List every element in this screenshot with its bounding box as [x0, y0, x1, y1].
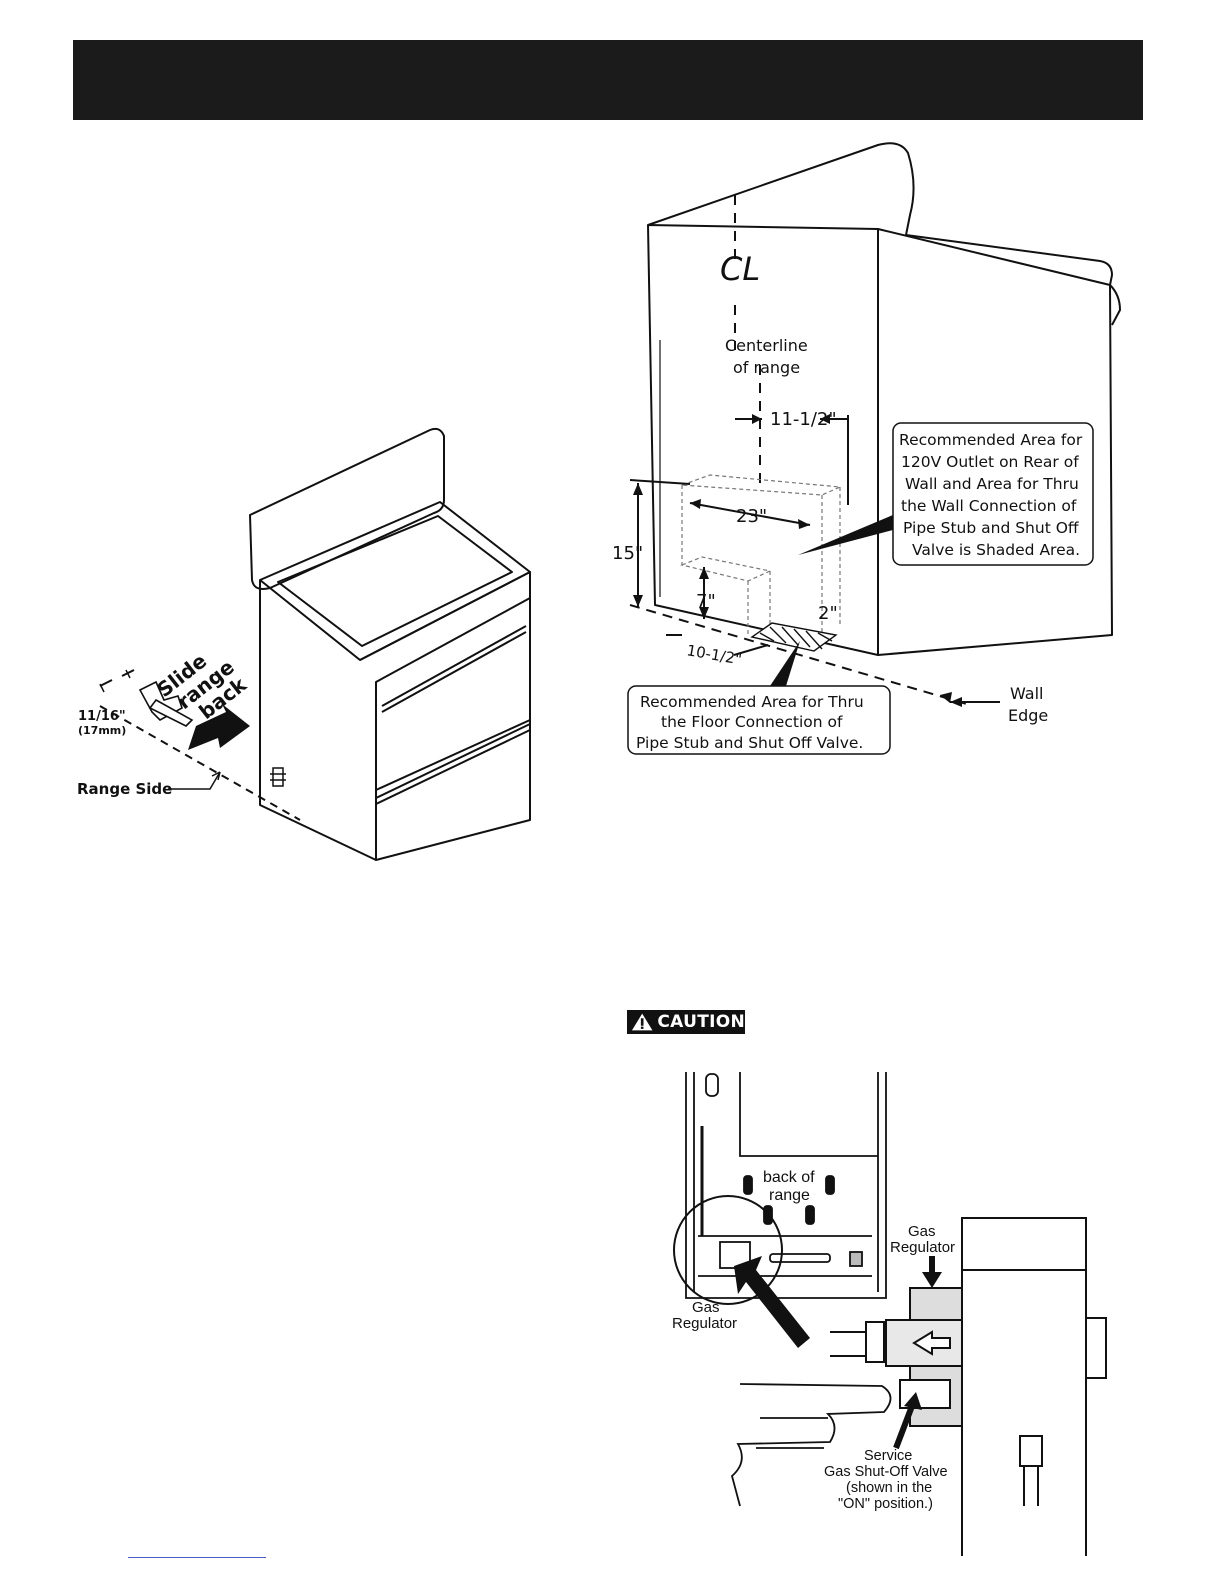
gas-regulator-left-label-2: Regulator: [672, 1315, 737, 1332]
anti-tip-bracket-icon: [138, 680, 194, 727]
svg-text:120V Outlet on Rear of: 120V Outlet on Rear of: [901, 453, 1079, 471]
svg-text:the Floor Connection of: the Floor Connection of: [661, 713, 843, 731]
dim-2: 2": [818, 603, 838, 624]
dimension-arrowheads: [633, 414, 952, 703]
header-bar: [73, 40, 1143, 120]
svg-text:Gas Shut-Off Valve: Gas Shut-Off Valve: [824, 1464, 948, 1480]
svg-text:Recommended Area for Thru: Recommended Area for Thru: [640, 693, 864, 711]
svg-text:the Wall Connection of: the Wall Connection of: [901, 497, 1077, 515]
dim-11-1-2: 11-1/2": [770, 409, 837, 430]
floor-callout-pointer: [770, 641, 800, 686]
slide-arrow-icon: [188, 704, 250, 750]
centerline-symbol: CL: [720, 250, 760, 288]
dim-15: 15": [612, 543, 643, 564]
svg-text:(shown in the: (shown in the: [846, 1480, 932, 1496]
wall-edge-label-1: Wall: [1010, 684, 1044, 703]
regulator-closeup: [830, 1217, 1107, 1556]
floor-callout-text: Recommended Area for Thru the Floor Conn…: [636, 693, 864, 752]
svg-text:Recommended Area for: Recommended Area for: [899, 431, 1083, 449]
shutoff-valve-label: Service Gas Shut-Off Valve (shown in the…: [824, 1448, 948, 1512]
svg-text:Pipe Stub and Shut Off: Pipe Stub and Shut Off: [903, 519, 1079, 537]
svg-text:Valve is Shaded Area.: Valve is Shaded Area.: [912, 541, 1080, 559]
svg-text:Pipe Stub and Shut Off Valve.: Pipe Stub and Shut Off Valve.: [636, 734, 863, 752]
centerline-label-1: Centerline: [725, 336, 808, 355]
range-bracket-figure: Slide range back 11/16" (17mm) Range Sid…: [77, 427, 531, 861]
bracket-measurement-metric: (17mm): [78, 724, 126, 737]
floor-callout-box: [627, 685, 891, 755]
gas-regulator-left-label-1: Gas: [692, 1299, 720, 1316]
back-of-range-label-1: back of: [763, 1169, 815, 1186]
range-rear-drawing: [647, 142, 1121, 656]
leveling-leg-icon: [270, 767, 286, 787]
bracket-measurement: 11/16": [78, 709, 126, 724]
gas-regulator-right-label-2: Regulator: [890, 1239, 955, 1256]
gas-regulator-right-label-1: Gas: [908, 1223, 936, 1240]
dim-23: 23": [736, 506, 767, 527]
wall-callout-pointer: [798, 515, 893, 555]
gas-regulator-figure: back of range Gas Regulator Gas Regulato…: [672, 1072, 1107, 1556]
wall-callout-box: [892, 422, 1094, 566]
caution-badge: CAUTION: [627, 1010, 745, 1034]
wall-callout-text: Recommended Area for 120V Outlet on Rear…: [899, 431, 1083, 559]
back-of-range-label-2: range: [769, 1187, 810, 1204]
dim-10-1-2: 10-1/2": [685, 641, 743, 668]
caution-label: CAUTION: [657, 1012, 745, 1032]
detail-circle: [673, 1195, 783, 1305]
range-side-label: Range Side: [77, 780, 172, 798]
footer-link-underline: [128, 1557, 266, 1558]
centerline-label-2: of range: [733, 358, 800, 377]
range-side-line: [99, 705, 301, 821]
big-pointer-arrow-icon: [734, 1256, 810, 1348]
wall-edge-label-2: Edge: [1008, 706, 1048, 725]
svg-text:"ON" position.): "ON" position.): [838, 1496, 933, 1512]
connection-area-figure: CL Centerline of range 11-1/2" 23" 15" 7…: [612, 142, 1121, 755]
svg-text:Service: Service: [864, 1448, 912, 1464]
finger-drawing: [730, 1383, 892, 1507]
dim-7: 7": [696, 591, 716, 612]
svg-text:Wall and Area for Thru: Wall and Area for Thru: [905, 475, 1079, 493]
outlet-area-box: [680, 474, 843, 635]
range-drawing: [249, 427, 531, 861]
warning-triangle-icon: [631, 1013, 653, 1031]
floor-connection-area: [750, 622, 838, 652]
